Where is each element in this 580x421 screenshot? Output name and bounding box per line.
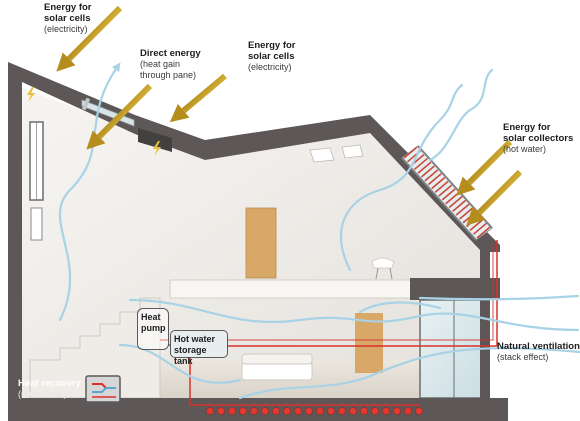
lower-wood-door [355,313,383,373]
collector-tube [448,195,463,209]
collector-tube [476,226,491,239]
collector-tube [459,207,474,220]
heating-coil-dot [228,407,236,415]
lightning-icon [27,87,35,102]
lounge-chair [371,257,395,269]
lightning-icon [153,141,161,156]
heating-coil-dot [360,407,368,415]
airflow-streams [58,62,580,400]
heating-coil-dot [349,407,357,415]
label-natural-ventilation: Natural ventilation (stack effect) [497,341,580,362]
collector-tube [445,192,460,205]
collector-tube [441,188,456,201]
heating-coil-dot [250,407,258,415]
heat-recovery-unit-icon [85,375,121,403]
heating-coil-dot [239,407,247,415]
label-heat-recovery: Heat recovery (reuse heat) [18,378,81,399]
collector-tube [473,222,488,235]
heating-coil-dot [316,407,324,415]
balcony-block [410,278,500,300]
ceiling-skylight [309,147,335,163]
heating-coil-dot [272,407,280,415]
collector-tube [417,161,432,174]
heating-coil-dot [261,407,269,415]
heating-coil-dot [415,407,423,415]
heating-coil-dot [327,407,335,415]
house-shell [8,62,500,398]
sun-arrow [466,169,523,226]
collector-tube [469,218,484,231]
ceiling-skylight [341,144,364,159]
label-solar-cells-left: Energy for solar cells (electricity) [44,2,92,34]
sofa [241,361,313,381]
heating-coil-dot [382,407,390,415]
heating-coil-dot [206,407,214,415]
solar-cell-panel [138,128,172,152]
staircase [29,297,161,399]
collector-tube [420,165,435,178]
collector-tube [403,146,418,159]
collector-tube [434,180,449,193]
heating-coil-dot [338,407,346,415]
heat-pump-box: Heat pump [137,308,169,350]
floor-heating-coils [206,407,423,415]
collector-tube [427,173,442,186]
heating-coil-dot [404,407,412,415]
heating-coil-dot [371,407,379,415]
collector-tube [413,157,428,171]
mezzanine-slab [169,279,421,299]
label-solar-cells-right: Energy for solar cells (electricity) [248,40,296,72]
heating-coil-dot [393,407,401,415]
sun-arrow [56,5,123,72]
roof-window-left [81,99,135,127]
heating-coil-dot [294,407,302,415]
collector-tube [452,199,467,212]
collector-tube [431,176,446,190]
collector-tube [455,203,470,216]
hot-water-tank-box: Hot water storage tank [170,330,228,366]
collector-tube [438,184,453,197]
heating-coil-dot [217,407,225,415]
hot-water-pipes [160,240,498,406]
label-direct-energy: Direct energy (heat gain through pane) [140,48,201,80]
sun-arrow [169,73,227,123]
heating-coil-dot [283,407,291,415]
upper-wood-door [246,208,276,278]
heating-coil-dot [305,407,313,415]
collector-tube [424,169,439,182]
label-solar-collectors: Energy for solar collectors (hot water) [503,122,574,154]
floor-base [8,398,508,421]
